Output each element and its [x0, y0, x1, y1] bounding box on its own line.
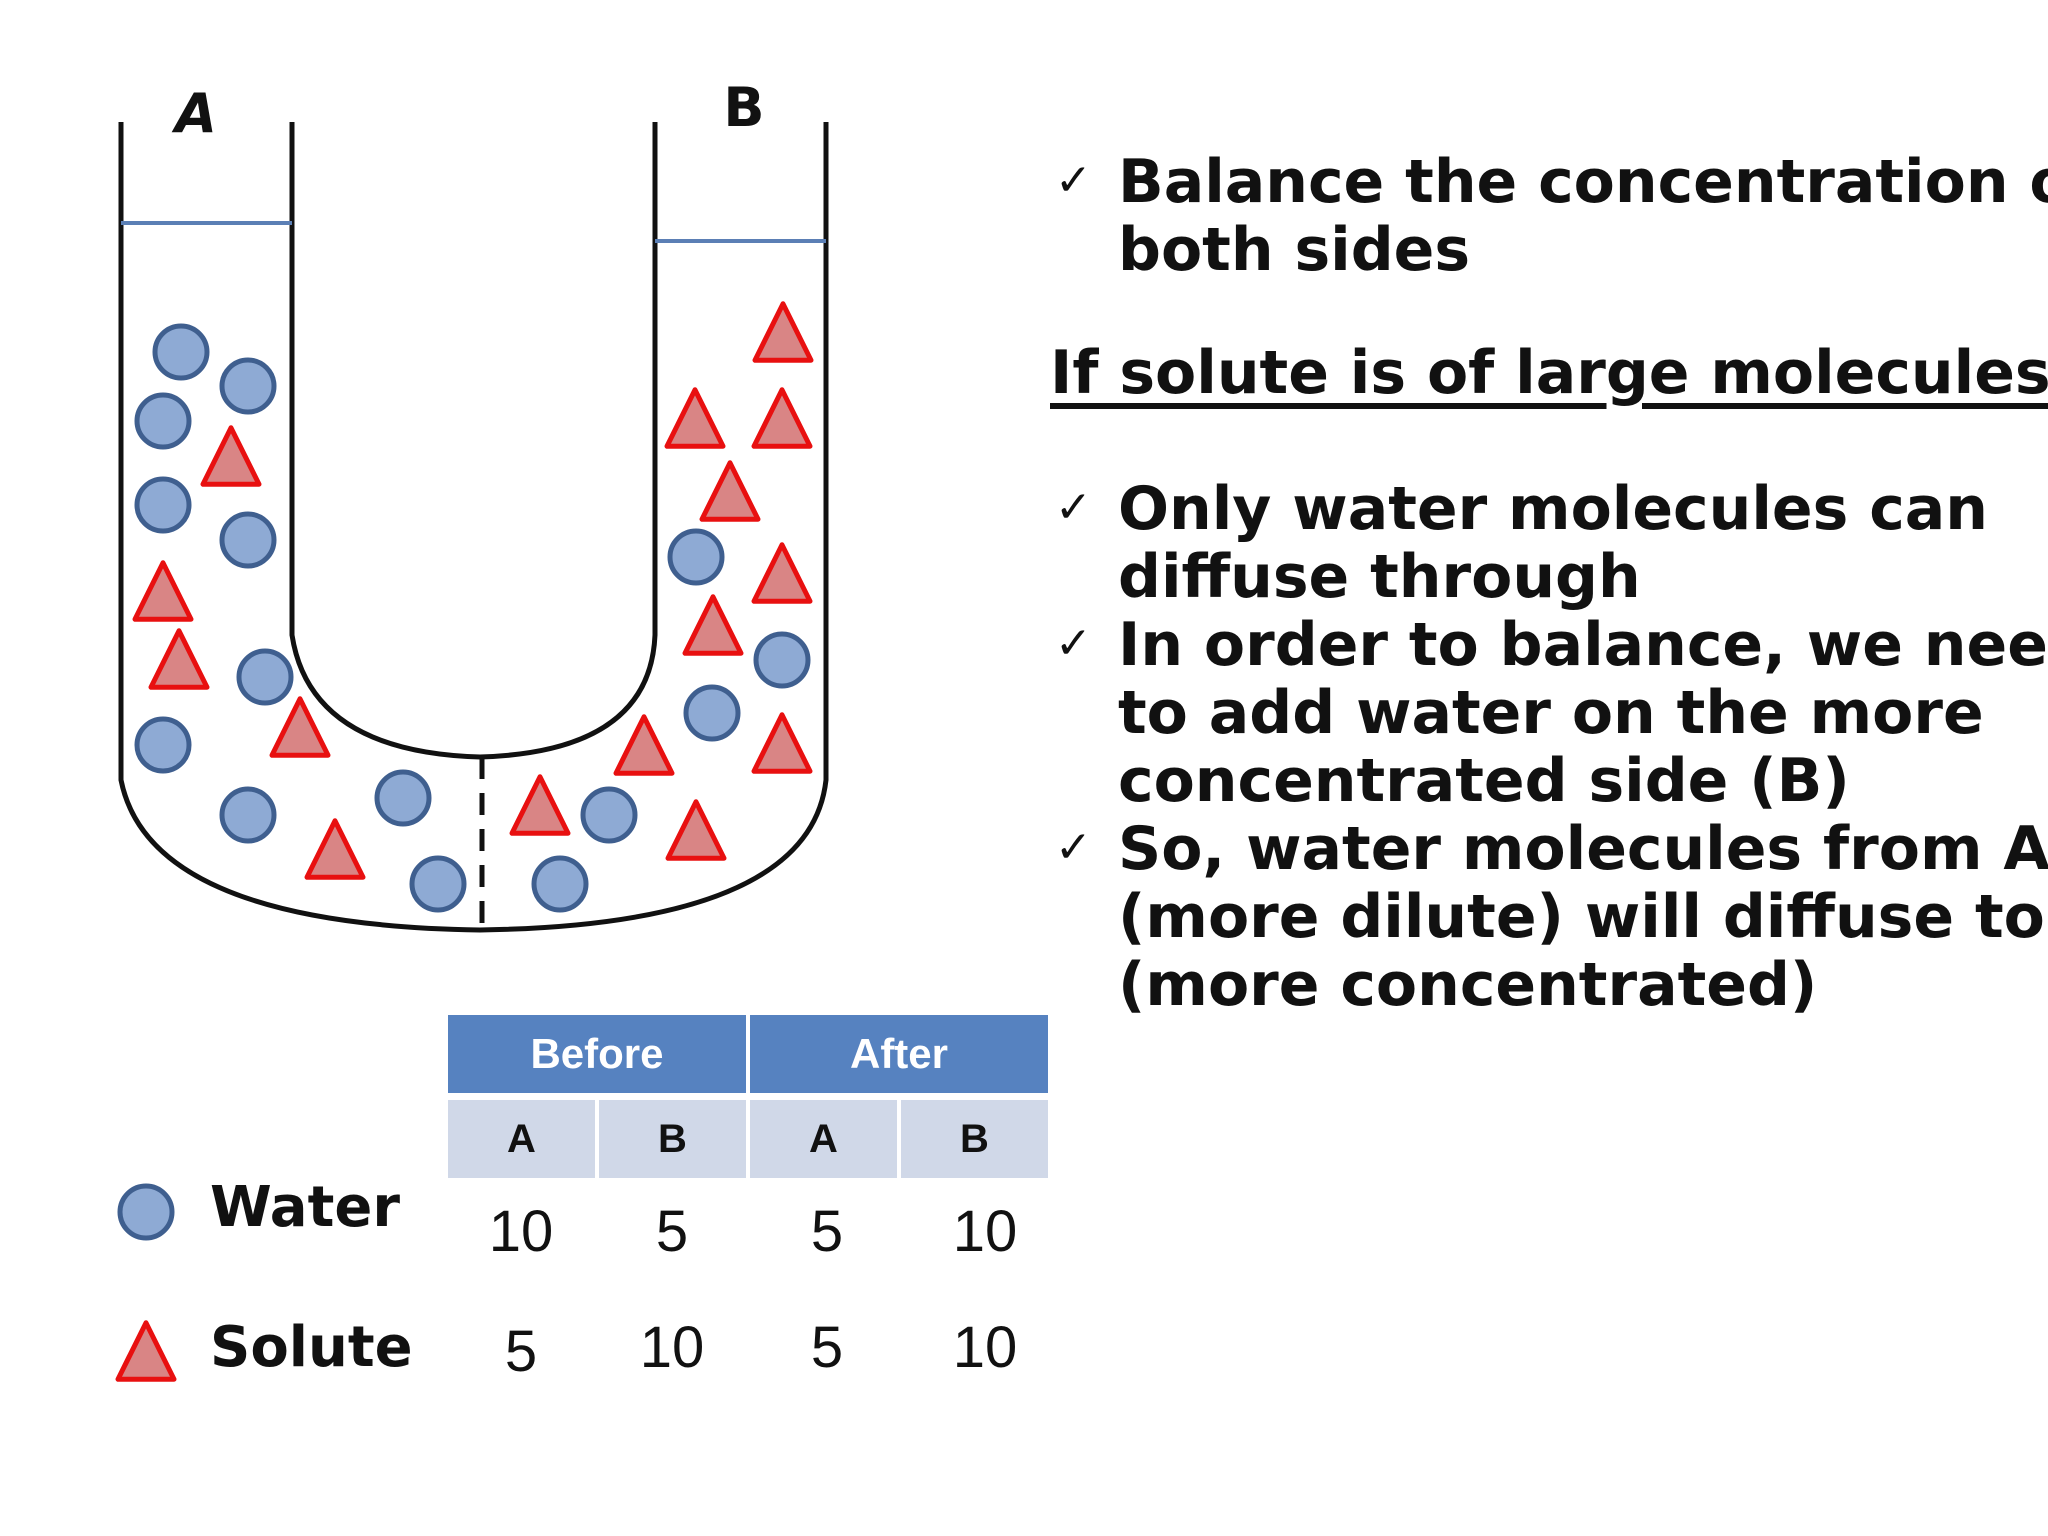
row-label-water: Water — [210, 1175, 400, 1240]
check-icon: ✓ — [1055, 618, 1092, 669]
solute-molecule — [509, 774, 571, 836]
table-cell: 10 — [952, 1315, 1018, 1380]
solute-molecule — [751, 542, 813, 604]
bullet-line: to add water on the more — [1118, 678, 1984, 748]
bullet-line: concentrated side (B) — [1118, 746, 1850, 816]
bullet-line: Only water molecules can — [1118, 474, 1988, 544]
table-cell: 10 — [639, 1315, 705, 1380]
solute-molecule — [699, 460, 761, 522]
water-molecule — [374, 769, 432, 827]
water-molecule — [219, 357, 277, 415]
solute-legend-icon — [115, 1320, 177, 1382]
u-tube: A B — [118, 76, 829, 933]
bullet-line: both sides — [1118, 215, 1471, 285]
water-molecule — [683, 684, 741, 742]
water-molecule — [531, 855, 589, 913]
side-b-label: B — [723, 76, 764, 139]
water-molecule — [409, 855, 467, 913]
solute-molecule — [664, 387, 726, 449]
solute-molecule — [751, 712, 813, 774]
check-icon: ✓ — [1055, 155, 1092, 206]
water-molecule — [152, 323, 210, 381]
check-icon: ✓ — [1055, 822, 1092, 873]
table-cell: 5 — [810, 1199, 844, 1264]
water-legend-icon — [117, 1183, 175, 1241]
subheader-after-a: A — [750, 1100, 897, 1178]
solute-molecule — [200, 425, 262, 487]
water-molecule — [667, 528, 725, 586]
table-cell: 10 — [952, 1199, 1018, 1264]
bullet-line: diffuse through — [1118, 542, 1641, 612]
table-cell: 5 — [504, 1319, 538, 1384]
water-molecule — [580, 786, 638, 844]
u-tube-outer-wall — [118, 122, 829, 933]
subheader-before-b: B — [599, 1100, 746, 1178]
water-molecule — [753, 631, 811, 689]
subheader-before-a: A — [448, 1100, 595, 1178]
solute-molecule — [751, 387, 813, 449]
row-label-solute: Solute — [210, 1315, 413, 1380]
water-molecule — [219, 511, 277, 569]
solute-molecule — [682, 594, 744, 656]
bullet-line: (more concentrated) — [1118, 950, 1818, 1020]
bullet-line: (more dilute) will diffuse to B — [1118, 882, 2048, 952]
check-icon: ✓ — [1055, 482, 1092, 533]
header-after: After — [750, 1015, 1048, 1093]
water-molecule — [134, 392, 192, 450]
solute-molecule — [269, 696, 331, 758]
solute-molecule — [613, 714, 675, 776]
solute-molecule — [752, 301, 814, 363]
table-cell: 5 — [655, 1199, 689, 1264]
water-molecule — [236, 648, 294, 706]
table-cell: 5 — [810, 1315, 844, 1380]
solute-molecule — [132, 560, 194, 622]
water-molecule — [134, 716, 192, 774]
particles — [132, 301, 814, 913]
section-heading: If solute is of large molecules — [1050, 338, 2048, 408]
solute-molecule — [148, 628, 210, 690]
table-cell: 10 — [488, 1199, 554, 1264]
solute-molecule — [665, 799, 727, 861]
water-molecule — [219, 786, 277, 844]
bullet-line: Balance the concentration on — [1118, 147, 2048, 217]
bullet-line: So, water molecules from A — [1118, 814, 2048, 884]
side-a-label: A — [171, 82, 217, 145]
solute-molecule — [304, 818, 366, 880]
subheader-after-b: B — [901, 1100, 1048, 1178]
water-molecule — [134, 476, 192, 534]
u-tube-inner-wall — [289, 122, 658, 760]
bullet-line: In order to balance, we need — [1118, 610, 2048, 680]
header-before: Before — [448, 1015, 746, 1093]
legend-icons — [115, 1183, 177, 1382]
